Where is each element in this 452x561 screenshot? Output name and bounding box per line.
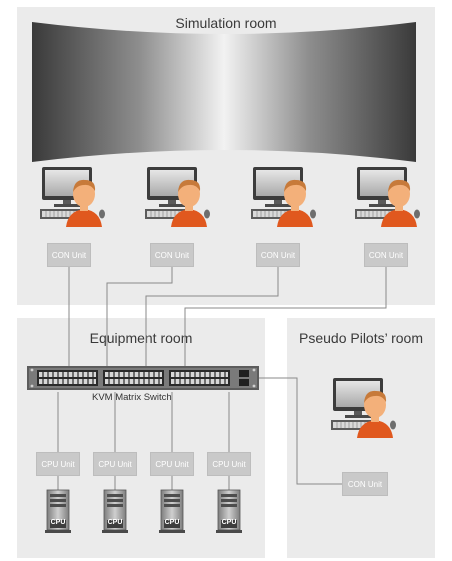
pseudo-pilots-room: Pseudo Pilots’ room [287, 318, 435, 558]
cpu-unit-3: CPU Unit [150, 452, 194, 476]
cpu-tower-label-3: CPU [164, 519, 180, 526]
equipment-room-title: Equipment room [89, 330, 193, 346]
cpu-tower-2 [101, 489, 129, 534]
cpu-unit-1: CPU Unit [36, 452, 80, 476]
cpu-tower-3 [158, 489, 186, 534]
kvm-switch-label: KVM Matrix Switch [92, 392, 172, 403]
projection-screen [32, 22, 416, 162]
cpu-tower-label-2: CPU [107, 519, 123, 526]
cpu-unit-2: CPU Unit [93, 452, 137, 476]
simulation-room-title: Simulation room [175, 15, 277, 31]
con-unit-4: CON Unit [364, 243, 408, 267]
con-unit-pseudo-pilot: CON Unit [342, 472, 388, 496]
cpu-tower-label-1: CPU [50, 519, 66, 526]
cpu-tower-label-4: CPU [221, 519, 237, 526]
cpu-tower-1 [44, 489, 72, 534]
workstation-pseudo-pilot [330, 377, 397, 439]
con-unit-2: CON Unit [150, 243, 194, 267]
con-unit-1: CON Unit [47, 243, 91, 267]
workstation-1 [39, 166, 106, 228]
workstation-3 [250, 166, 317, 228]
connection-lines [57, 267, 387, 490]
kvm-matrix-switch [27, 366, 259, 390]
pseudo-pilots-room-title: Pseudo Pilots’ room [299, 330, 423, 346]
workstation-4 [354, 166, 421, 228]
con-unit-3: CON Unit [256, 243, 300, 267]
cpu-tower-4 [215, 489, 243, 534]
cpu-unit-4: CPU Unit [207, 452, 251, 476]
workstation-2 [144, 166, 211, 228]
